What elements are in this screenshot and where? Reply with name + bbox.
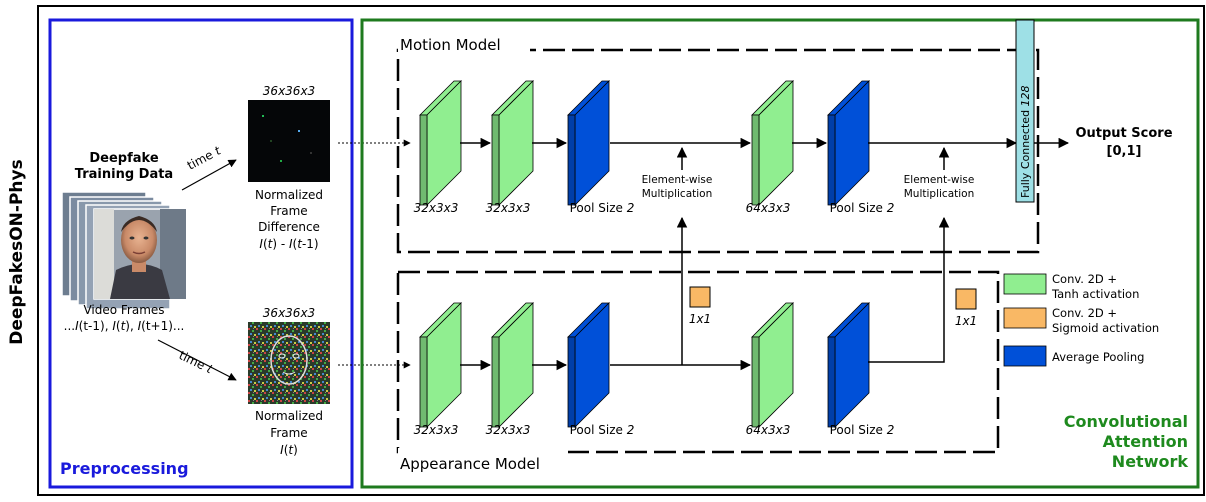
motion-layer-1-label: 32x3x3 [414,201,459,215]
legend-swatch-2 [1003,307,1047,329]
frame-difference-image [248,100,330,182]
top-image-formula: I(t) - I(t-1) [259,237,318,251]
appearance-model-title: Appearance Model [400,455,540,473]
top-image-caption-line1: Normalized [255,188,323,202]
motion-layer-4-label: 64x3x3 [746,201,791,215]
video-frames-label: Video Frames [83,303,164,317]
legend-swatch-3 [1003,345,1047,367]
preprocessing-box [48,18,354,489]
network-label-line2: Attention [1103,432,1188,451]
attention-block-1 [689,286,711,308]
appearance-layer-2 [491,302,534,428]
network-box [360,18,1200,489]
side-title: DeepFakesON-Phys [7,159,27,344]
motion-layer-5 [827,80,870,206]
multiply-label-2-line2: Multiplication [904,188,975,200]
multiply-label-2-line1: Element-wise [904,174,975,186]
motion-layer-1-front [419,114,428,206]
network-label-line3: Network [1112,452,1189,471]
motion-layer-5-side [834,80,870,206]
preprocessing-label: Preprocessing [60,459,189,478]
video-frames-sequence: ...I(t-1), I(t), I(t+1)... [64,319,185,333]
output-score-line1: Output Score [1075,126,1172,141]
motion-layer-2 [491,80,534,206]
appearance-layer-4-label: 64x3x3 [746,423,791,437]
motion-model-layers: 32x3x3 32x3x3 Pool Size 2 64x3x3 Pool Size 2 [414,80,895,215]
attention-block-2 [955,288,977,310]
legend-label-1-line2: Tanh activation [1051,287,1139,301]
appearance-layer-1-label: 32x3x3 [414,423,459,437]
bottom-image-caption-line2: Frame [270,426,307,440]
appearance-layer-3-side [574,302,610,428]
top-image-size: 36x36x3 [263,84,315,98]
appearance-arrows [460,146,950,371]
time-arrow-bottom [157,339,237,381]
appearance-layer-1-front [419,336,428,428]
time-label-bottom: time t [177,348,216,377]
appearance-layer-5-label: Pool Size 2 [830,423,895,437]
motion-model-title: Motion Model [400,36,501,54]
top-image-caption-line3: Difference [258,220,320,234]
network-label-line1: Convolutional [1064,412,1188,431]
training-data-line1: Deepfake [89,151,158,166]
legend-label-2-line1: Conv. 2D + [1052,306,1117,320]
bottom-image-formula: I(t) [280,443,298,457]
attention-label-1: 1x1 [689,312,711,326]
attention-label-2: 1x1 [955,314,977,328]
motion-layer-2-side [498,80,534,206]
appearance-layer-2-front [491,336,500,428]
appearance-layer-5 [827,302,870,428]
legend-swatch-1 [1003,273,1047,295]
top-image-caption-line2: Frame [270,204,307,218]
motion-layer-4 [751,80,794,206]
legend-label-1-line1: Conv. 2D + [1052,272,1117,286]
multiply-label-1-line2: Multiplication [642,188,713,200]
time-label-top: time t [185,143,224,173]
multiply-label-1-line1: Element-wise [642,174,713,186]
appearance-layer-4-side [758,302,794,428]
appearance-layer-1-side [426,302,462,428]
motion-layer-2-front [491,114,500,206]
motion-layer-3-side [574,80,610,206]
appearance-layer-4 [751,302,794,428]
bottom-image-caption-line1: Normalized [255,409,323,423]
appearance-layer-5-side [834,302,870,428]
motion-layer-3-label: Pool Size 2 [570,201,635,215]
legend-label-3-line1: Average Pooling [1052,350,1144,364]
normalized-frame-image [248,322,330,404]
motion-layer-1 [419,80,462,206]
appearance-layer-3 [567,302,610,428]
motion-layer-3-front [567,114,576,206]
appearance-layer-3-label: Pool Size 2 [570,423,635,437]
appearance-model-layers: 32x3x3 32x3x3 Pool Size 2 64x3x3 Pool Size 2 [414,302,895,437]
motion-layer-4-side [758,80,794,206]
legend-label-2-line2: Sigmoid activation [1052,321,1159,335]
motion-layer-1-side [426,80,462,206]
appearance-model-box [396,270,1000,454]
outer-frame [37,5,1205,496]
motion-layer-2-label: 32x3x3 [486,201,531,215]
time-arrow-top [181,159,237,191]
appearance-layer-3-front [567,336,576,428]
motion-layer-4-front [751,114,760,206]
appearance-layer-1 [419,302,462,428]
motion-layer-3 [567,80,610,206]
motion-layer-5-front [827,114,836,206]
appearance-layer-2-label: 32x3x3 [486,423,531,437]
appearance-layer-5-front [827,336,836,428]
fully-connected-label: Fully Connected 128 [1019,85,1032,198]
appearance-layer-4-front [751,336,760,428]
training-data-line2: Training Data [75,167,173,182]
video-frames-stack [61,191,187,310]
bottom-image-size: 36x36x3 [263,306,315,320]
appearance-layer-2-side [498,302,534,428]
fully-connected-block [1015,19,1035,203]
motion-model-box [396,48,1040,254]
motion-layer-5-label: Pool Size 2 [830,201,895,215]
output-score-line2: [0,1] [1107,144,1142,159]
